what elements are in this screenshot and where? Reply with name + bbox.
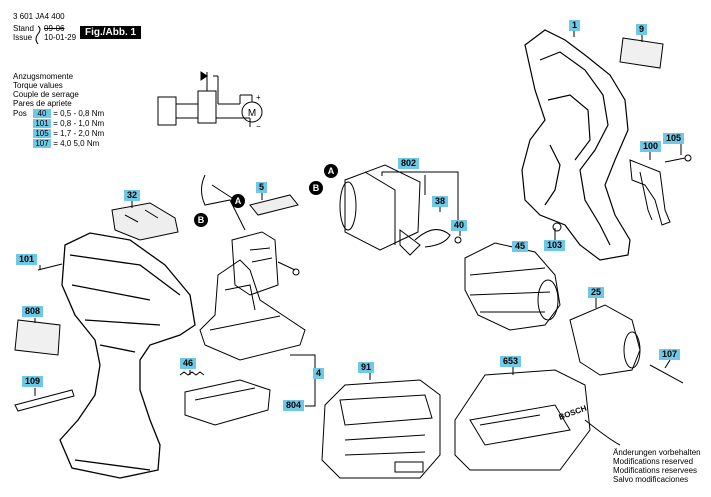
torque-pos: 107 [33, 139, 51, 148]
ring-38 [414, 229, 451, 248]
part-label-109: 109 [22, 376, 44, 387]
screw-103 [552, 222, 562, 232]
part-label-103: 103 [544, 240, 566, 251]
bit-109 [14, 389, 75, 412]
connector-a-badge: A [231, 194, 245, 208]
label-sheet [619, 37, 664, 69]
footer-line-de: Änderungen vorbehalten [613, 448, 701, 457]
switch-cable [201, 174, 246, 231]
stand-date: 09-06 [44, 24, 65, 33]
schematic-minus: − [256, 122, 261, 131]
gearbox [464, 242, 561, 331]
screw-101 [37, 263, 63, 271]
part-label-1: 1 [569, 20, 581, 31]
belt-clip [629, 159, 671, 226]
torque-value: = 4,0 5,0 Nm [53, 139, 100, 148]
drill-housing [59, 232, 196, 479]
motor [339, 164, 421, 256]
torque-row: 107 = 4,0 5,0 Nm [33, 139, 99, 148]
chuck [569, 304, 641, 376]
plate-804 [184, 379, 271, 426]
stand-label: Stand [13, 24, 34, 33]
bracket-4 [290, 354, 316, 407]
torque-pos: 40 [33, 109, 51, 118]
part-label-40: 40 [451, 220, 468, 231]
part-label-46: 46 [180, 358, 197, 369]
part-label-25: 25 [588, 287, 605, 298]
bracket-802 [381, 171, 459, 226]
torque-pos-label: Pos [13, 109, 27, 118]
footer-line-fr: Modifications reservees [613, 466, 698, 475]
part-label-38: 38 [432, 196, 449, 207]
switch-assembly [199, 231, 306, 361]
part-label-91: 91 [358, 362, 375, 373]
part-label-4: 4 [313, 368, 325, 379]
torque-row: 105 = 1,7 - 2,0 Nm [33, 129, 104, 138]
header-bracket [35, 25, 41, 45]
part-label-653: 653 [500, 356, 522, 367]
screw-107 [649, 364, 684, 384]
torque-row: 101 = 0,8 - 1,0 Nm [33, 119, 104, 128]
part-label-804: 804 [283, 400, 305, 411]
footer-line-en: Modifications reserved [613, 457, 694, 466]
charger-brand: BOSCH [558, 403, 588, 421]
torque-title-es: Pares de apriete [13, 99, 72, 108]
torque-value: = 0,5 - 0,8 Nm [53, 109, 105, 118]
footer-line-es: Salvo modificaciones [613, 475, 689, 484]
screw-105 [664, 157, 686, 163]
part-label-101: 101 [16, 254, 38, 265]
charger [454, 369, 621, 471]
spring-46 [179, 371, 205, 376]
part-label-32: 32 [124, 190, 141, 201]
part-label-9: 9 [636, 24, 648, 35]
part-label-107: 107 [659, 349, 681, 360]
battery-pack [321, 379, 441, 479]
document-number: 3 601 JA4 400 [13, 12, 65, 21]
part-label-105: 105 [663, 133, 685, 144]
circuit-schematic [157, 71, 263, 127]
label-808 [14, 319, 61, 356]
issue-label: Issue [13, 33, 33, 42]
torque-title-fr: Couple de serrage [13, 90, 79, 99]
part-label-808: 808 [22, 306, 44, 317]
part-label-45: 45 [512, 241, 529, 252]
connector-a-badge: A [324, 164, 338, 178]
housing-half-right [521, 29, 631, 261]
torque-row: 40 = 0,5 - 0,8 Nm [33, 109, 104, 118]
part-label-100: 100 [640, 141, 662, 152]
connector-b-badge: B [194, 213, 208, 227]
part-label-5: 5 [256, 182, 268, 193]
torque-pos: 105 [33, 129, 51, 138]
figure-label: Fig./Abb. 1 [80, 26, 142, 39]
switch-cover [111, 202, 179, 241]
torque-value: = 0,8 - 1,0 Nm [53, 119, 105, 128]
issue-date: 10-01-29 [44, 33, 77, 42]
torque-pos: 101 [33, 119, 51, 128]
part-label-802: 802 [398, 158, 420, 169]
schematic-plus: + [256, 93, 261, 102]
connector-b-badge: B [309, 181, 323, 195]
torque-title-en: Torque values [13, 81, 63, 90]
torque-title-de: Anzugsmomente [13, 72, 74, 81]
torque-value: = 1,7 - 2,0 Nm [53, 129, 105, 138]
motor-symbol-label: M [248, 108, 256, 119]
part-5 [249, 194, 299, 216]
